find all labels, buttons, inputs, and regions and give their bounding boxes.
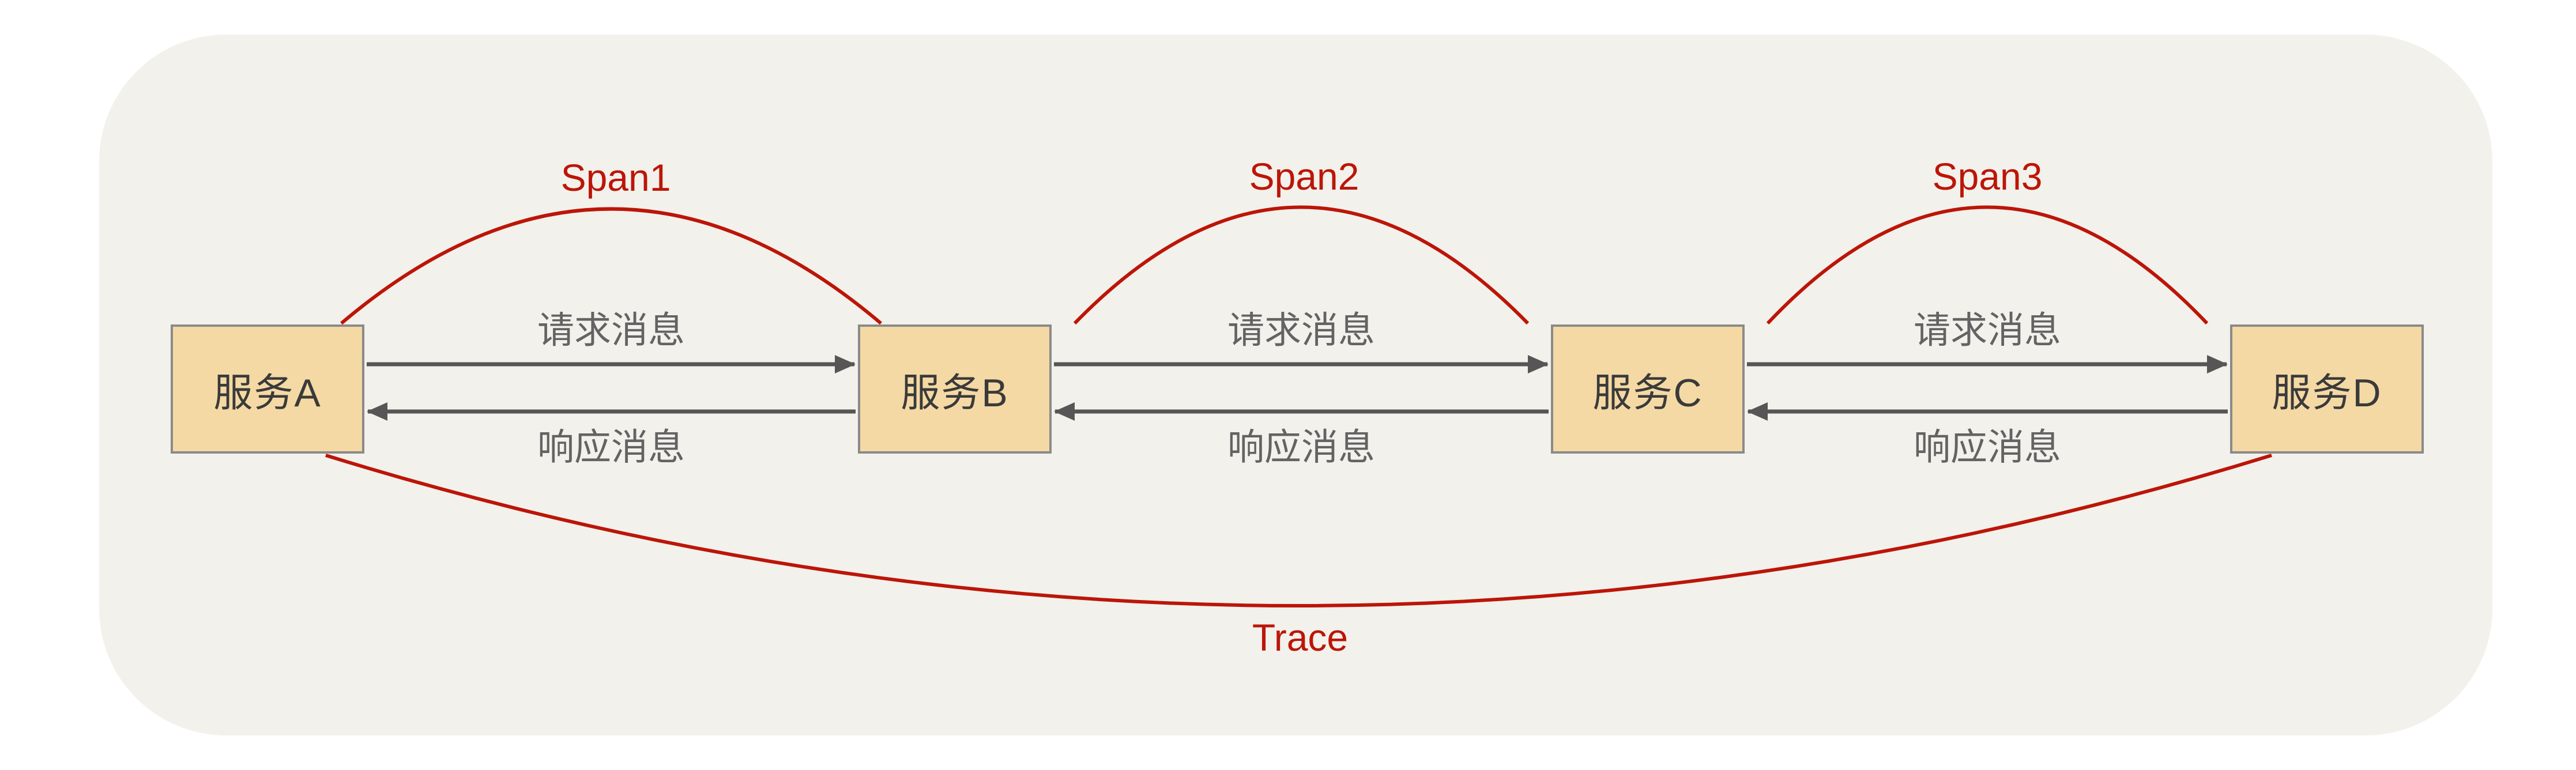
request-label-b-c: 请求消息 [1227,309,1375,351]
service-box-c: 服务C [1551,324,1745,454]
service-box-b: 服务B [858,324,1052,454]
trace-arc [325,454,2272,607]
service-box-a: 服务A [171,324,364,454]
request-label-a-b: 请求消息 [537,309,685,351]
response-label-a-b: 响应消息 [537,426,685,468]
service-d-label: 服务D [2272,371,2382,415]
request-label-c-d: 请求消息 [1914,309,2061,351]
span1-arc [340,207,882,325]
response-label-c-d: 响应消息 [1914,426,2061,468]
service-box-d: 服务D [2230,324,2424,454]
span3-arc [1766,205,2209,325]
service-a-label: 服务A [213,371,322,415]
span2-arc [1073,205,1530,325]
trace-label: Trace [1252,616,1349,659]
span3-label: Span3 [1932,155,2043,198]
span2-label: Span2 [1249,155,1359,198]
service-c-label: 服务C [1592,371,1703,415]
service-b-label: 服务B [901,371,1009,415]
span1-label: Span1 [560,156,671,199]
diagram-panel [99,35,2492,735]
response-label-b-c: 响应消息 [1227,426,1375,468]
